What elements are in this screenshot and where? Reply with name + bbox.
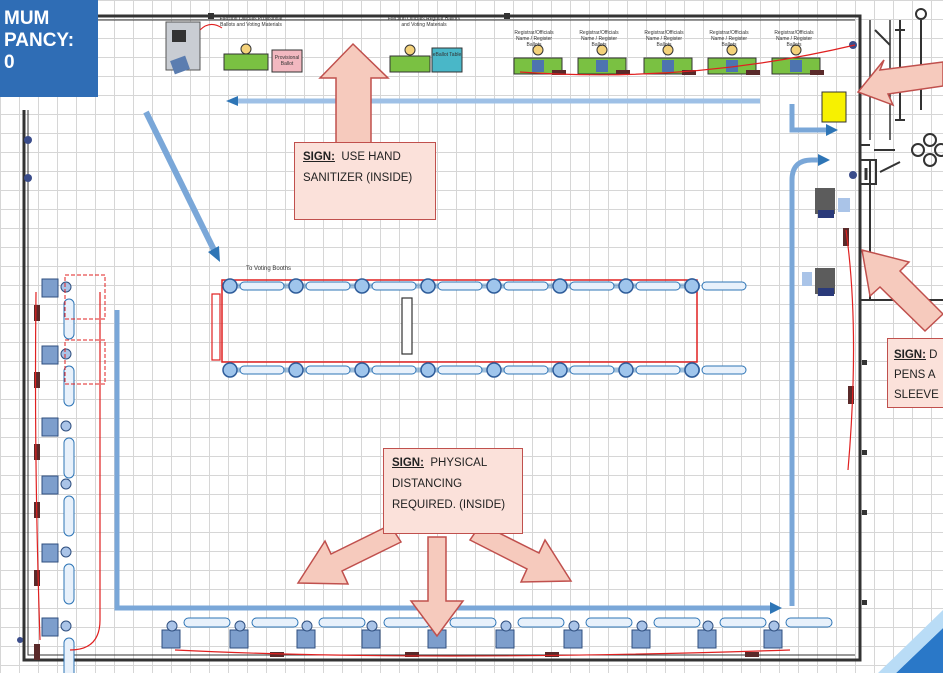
left-dashed-boxes: [64, 274, 106, 385]
voting-booth: [486, 362, 502, 378]
voting-booth: [684, 278, 700, 294]
booth-segment: [239, 365, 285, 375]
sign-heading: SIGN:: [392, 457, 424, 469]
sign-text: USE HAND SANITIZER (INSIDE): [303, 151, 413, 184]
label-station-4: Registrar/Officials Name / Register Ball…: [709, 30, 749, 48]
left-stations-cable: [34, 291, 101, 651]
bottom-station: [296, 629, 316, 649]
top-stations: [513, 44, 824, 75]
voting-booth: [618, 278, 634, 294]
bottom-station: [229, 629, 249, 649]
bottom-stations: [161, 617, 833, 657]
checkin-station: [41, 475, 59, 495]
booth-segment: [305, 281, 351, 291]
sign-arrows: [296, 42, 943, 638]
sign-text: PHYSICAL DISTANCING REQUIRED. (INSIDE): [392, 457, 506, 511]
booth-segment: [569, 281, 615, 291]
provisional-desk: [223, 43, 303, 73]
yellow-sign-box: [821, 91, 847, 123]
regular-desk: [389, 44, 463, 73]
bottom-station: [563, 629, 583, 649]
booth-row-top: [222, 278, 747, 294]
label-station-2: Registrar/Officials Name / Register Ball…: [579, 30, 619, 48]
arrow-down-left: [296, 524, 403, 585]
kiosk: [165, 21, 223, 75]
arrow-down: [409, 536, 465, 638]
bottom-station: [161, 629, 181, 649]
bottom-station: [763, 629, 783, 649]
label-station-5: Registrar/Officials Name / Register Ball…: [774, 30, 814, 48]
arrow-up-left: [861, 248, 943, 333]
booth-segment: [569, 365, 615, 375]
room-walls: [22, 14, 943, 662]
booth-segment: [305, 365, 351, 375]
checkin-station: [41, 617, 59, 637]
booth-segment: [701, 281, 747, 291]
booth-row-bottom: [222, 362, 747, 378]
occupancy-line-1: MUM: [4, 8, 50, 29]
right-stations: [802, 188, 855, 471]
label-voting-booths: To Voting Booths: [246, 266, 292, 272]
sign-physical-distancing: SIGN: PHYSICAL DISTANCING REQUIRED. (INS…: [383, 448, 523, 534]
booth-segment: [503, 281, 549, 291]
sign-line-2: PENS A: [894, 369, 936, 381]
booth-segment: [239, 281, 285, 291]
bottom-station: [495, 629, 515, 649]
bottom-cable: [174, 649, 791, 657]
bottom-station: [361, 629, 381, 649]
checkin-station: [41, 417, 59, 437]
occupancy-line-3: 0: [4, 52, 15, 73]
voting-booth: [222, 362, 238, 378]
voting-booth: [420, 278, 436, 294]
booth-segment: [437, 365, 483, 375]
bottom-station: [697, 629, 717, 649]
booth-segment: [635, 365, 681, 375]
left-stations: [34, 278, 75, 673]
checkin-station: [41, 278, 59, 298]
occupancy-line-2: PANCY:: [4, 30, 75, 51]
booth-segment: [701, 365, 747, 375]
label-regular: Election Officials Regular Ballots and V…: [387, 16, 461, 28]
voting-booth: [618, 362, 634, 378]
top-cable: [519, 44, 856, 76]
label-station-1: Registrar/Officials Name / Register Ball…: [514, 30, 554, 48]
sign-heading: SIGN:: [894, 349, 926, 361]
label-provisional-table: Provisional Ballot: [274, 55, 300, 67]
booth-segment: [503, 365, 549, 375]
sign-hand-sanitizer: SIGN: USE HAND SANITIZER (INSIDE): [294, 142, 436, 220]
sign-line-1: D: [929, 349, 938, 361]
voting-booth: [552, 362, 568, 378]
corner-stripe: [878, 610, 943, 673]
voting-booth: [684, 362, 700, 378]
booth-segment: [635, 281, 681, 291]
booth-segment: [437, 281, 483, 291]
walking-path: [114, 96, 838, 614]
label-ballot-table: eBallot Table: [432, 52, 462, 58]
voting-booth: [354, 362, 370, 378]
voting-booth: [552, 278, 568, 294]
label-provisional: Election Officials Provisional Ballots a…: [219, 16, 283, 28]
voting-booth: [288, 362, 304, 378]
arrow-left-top: [856, 59, 943, 107]
wall-markers: [208, 13, 867, 605]
sign-line-3: SLEEVE: [894, 389, 939, 401]
sign-pens-sleeves: SIGN: D PENS A SLEEVE: [887, 338, 943, 408]
checkin-station: [41, 543, 59, 563]
voting-booth: [354, 278, 370, 294]
checkin-station: [41, 345, 59, 365]
label-station-3: Registrar/Officials Name / Register Ball…: [644, 30, 684, 48]
booth-segment: [371, 281, 417, 291]
voting-booth: [222, 278, 238, 294]
max-occupancy-banner: MUM PANCY: 0: [0, 0, 98, 97]
voting-booth: [486, 278, 502, 294]
voting-booth: [288, 278, 304, 294]
booth-segment: [371, 365, 417, 375]
sign-heading: SIGN:: [303, 151, 335, 163]
bottom-station: [631, 629, 651, 649]
arrow-up: [318, 42, 390, 144]
voting-booth: [420, 362, 436, 378]
